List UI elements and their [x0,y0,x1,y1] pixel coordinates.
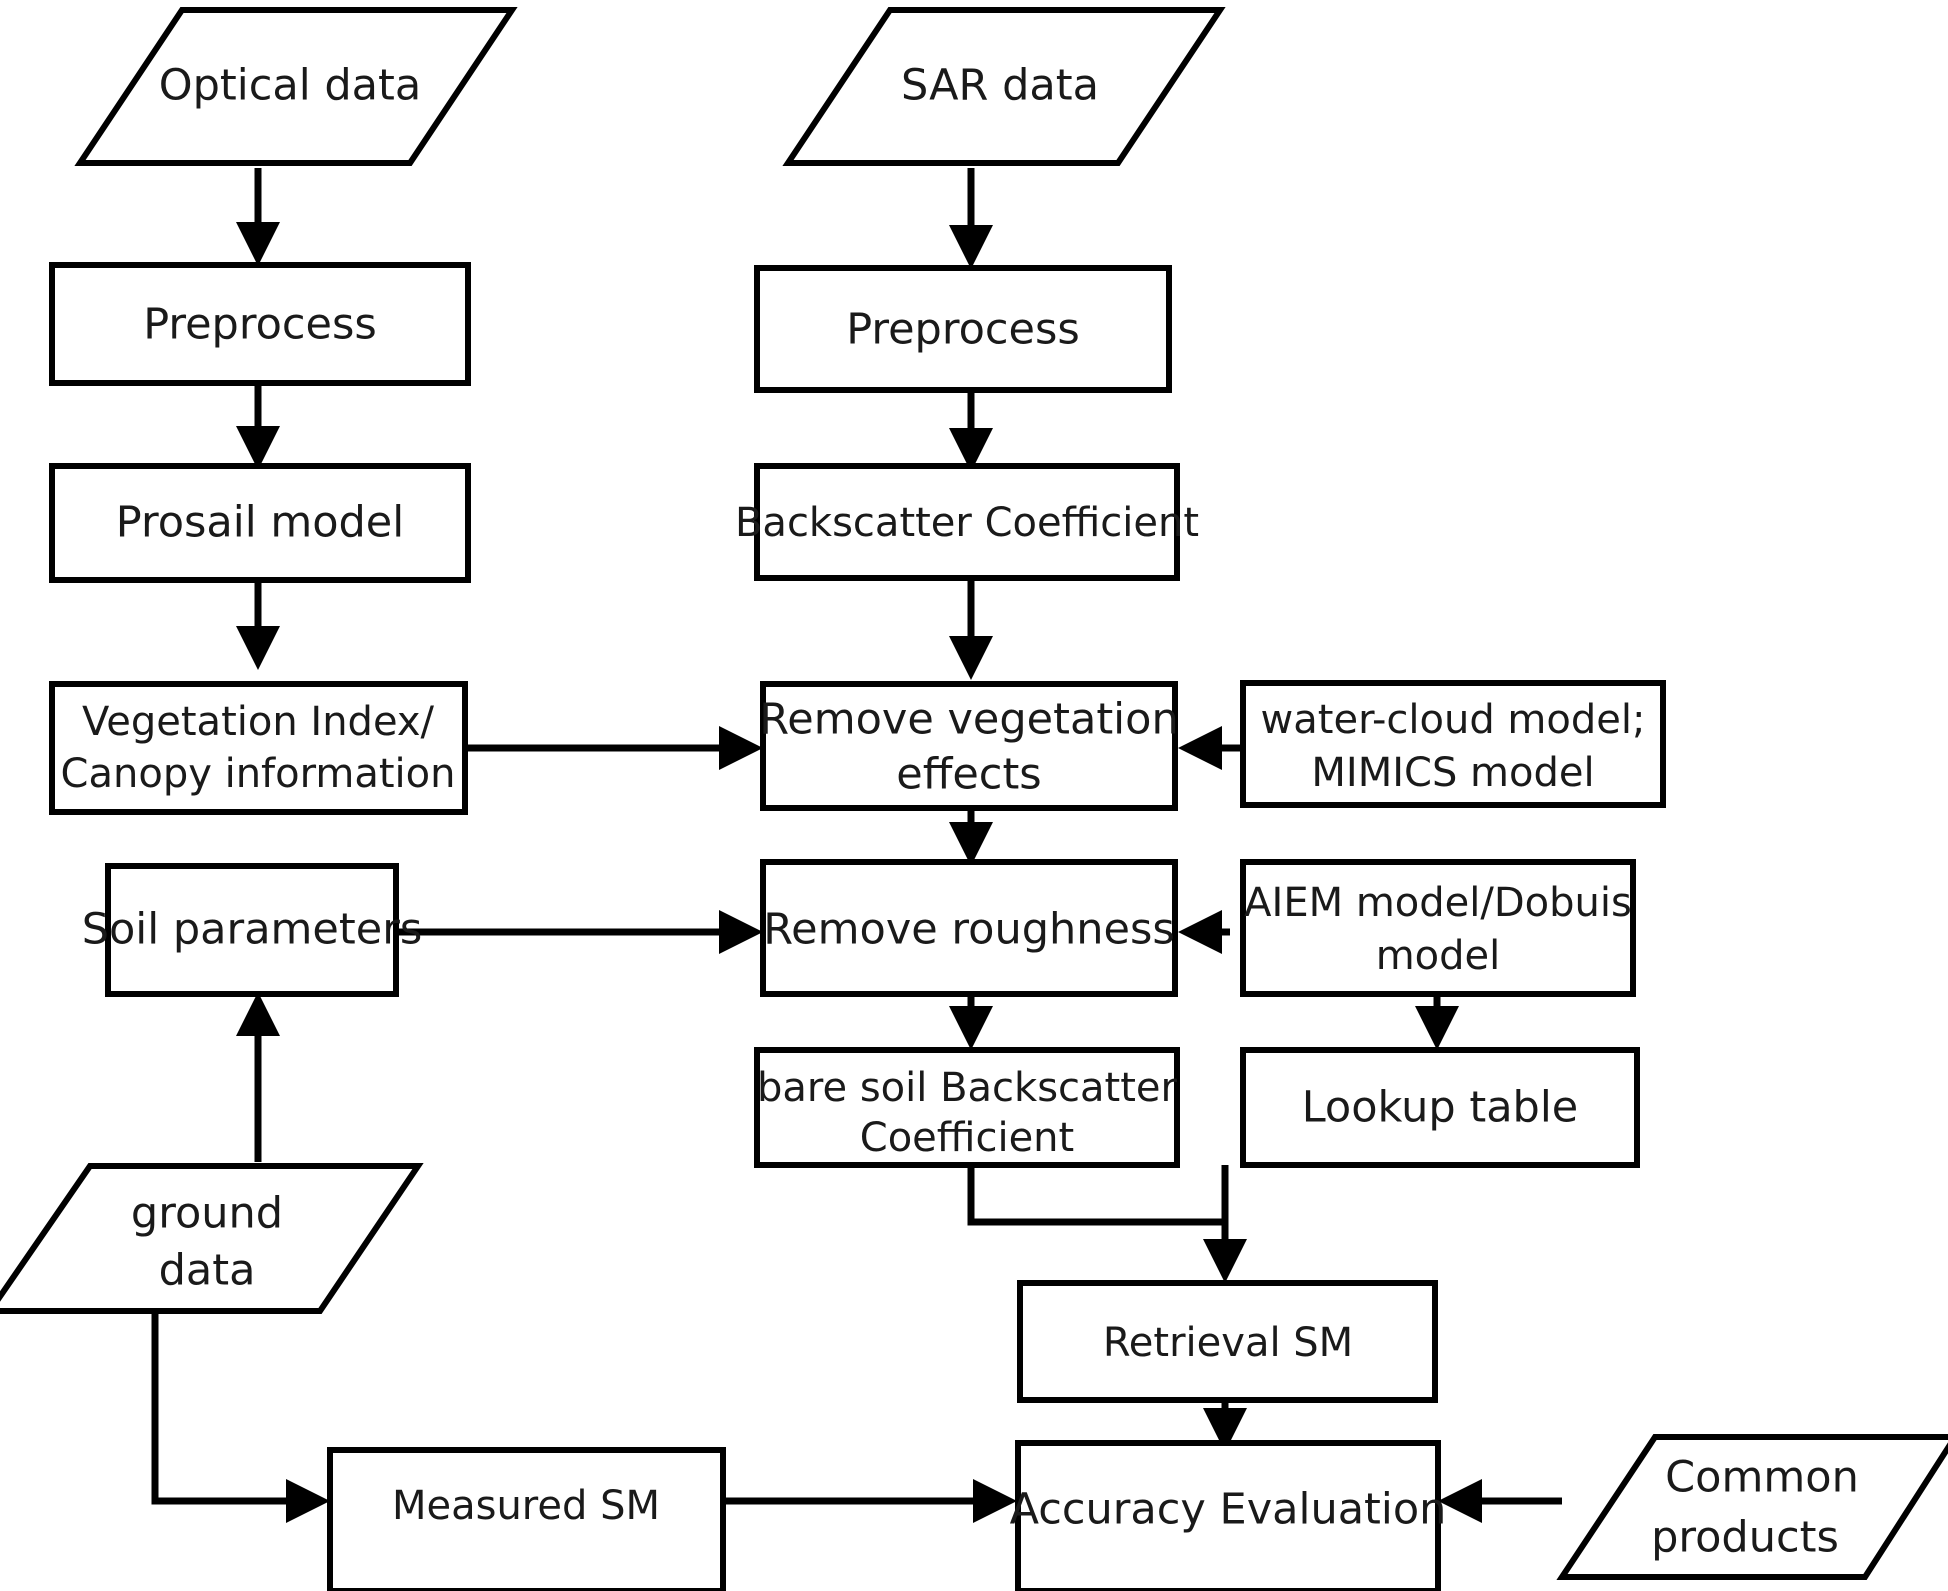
edge-retrieval-to-accuracy [1203,1400,1247,1452]
node-vegetation-index-label-line2: Canopy information [61,751,456,797]
node-remove-roughness-label: Remove roughness [763,905,1175,955]
node-water-cloud-model-label-line1: water-cloud model; [1261,697,1646,743]
node-water-cloud-model-label-line2: MIMICS model [1311,750,1594,796]
edge-remove-vegetation-to-remove-roughness [949,808,993,866]
node-ground-data-label-line2: data [159,1246,256,1296]
edge-merge-to-retrieval-sm [967,1165,1247,1283]
edge-measured-sm-to-accuracy [723,1479,1017,1523]
edge-water-cloud-to-remove-vegetation [1178,726,1243,770]
edge-ground-data-to-soil-parameters [236,992,280,1162]
edge-aiem-to-lookup-table [1415,994,1459,1050]
node-ground-data[interactable]: ground data [0,1163,424,1314]
node-preprocess-sar-label: Preprocess [846,305,1080,355]
node-accuracy-evaluation[interactable]: Accuracy Evaluation [1010,1440,1447,1591]
edge-backscatter-to-remove-vegetation [949,578,993,680]
node-sar-data-label: SAR data [901,61,1099,111]
edge-preprocess-to-prosail [236,383,280,470]
node-remove-vegetation-effects[interactable]: Remove vegetation effects [759,681,1179,811]
node-soil-parameters[interactable]: Soil parameters [82,863,423,997]
node-prosail-model-label: Prosail model [116,498,404,548]
node-ground-data-label-line1: ground [131,1189,283,1239]
node-remove-vegetation-effects-label-line1: Remove vegetation [759,695,1178,745]
node-measured-sm[interactable]: Measured SM [327,1447,726,1591]
node-backscatter-coefficient[interactable]: Backscatter Coefficient [735,463,1199,581]
edge-layer [151,168,1562,1523]
edge-ground-data-to-measured-sm [151,1312,330,1523]
node-common-products-label-line2: products [1651,1513,1839,1563]
node-sar-data[interactable]: SAR data [782,7,1226,166]
node-bare-soil-backscatter[interactable]: bare soil Backscatter Coefficient [754,1047,1180,1168]
edge-common-products-to-accuracy [1438,1479,1562,1523]
edge-prosail-to-vegetation-index [236,580,280,670]
node-vegetation-index[interactable]: Vegetation Index/ Canopy information [49,681,468,815]
edge-sar-to-preprocess [949,168,993,269]
node-common-products[interactable]: Common products [1556,1434,1948,1580]
node-soil-parameters-label: Soil parameters [82,905,423,955]
node-aiem-model[interactable]: AIEM model/Dobuis model [1240,859,1636,997]
edge-vegetation-index-to-remove-vegetation [465,726,763,770]
node-retrieval-sm[interactable]: Retrieval SM [1017,1280,1438,1403]
edge-preprocess-to-backscatter [949,390,993,472]
node-common-products-label-line1: Common [1665,1453,1859,1503]
node-bare-soil-backscatter-label-line1: bare soil Backscatter [757,1065,1177,1111]
edge-optical-to-preprocess [236,168,280,266]
edge-aiem-to-remove-roughness [1178,910,1230,954]
node-vegetation-index-label-line1: Vegetation Index/ [82,699,435,745]
node-preprocess-optical[interactable]: Preprocess [49,262,471,386]
node-remove-vegetation-effects-label-line2: effects [896,750,1041,800]
node-lookup-table[interactable]: Lookup table [1240,1047,1640,1168]
edge-remove-roughness-to-bare-soil [949,994,993,1050]
node-preprocess-sar[interactable]: Preprocess [754,265,1172,393]
node-remove-roughness[interactable]: Remove roughness [760,859,1178,997]
node-accuracy-evaluation-label: Accuracy Evaluation [1010,1485,1447,1535]
node-optical-data-label: Optical data [159,61,421,111]
node-preprocess-optical-label: Preprocess [143,300,377,350]
node-aiem-model-label-line2: model [1376,933,1501,979]
node-retrieval-sm-label: Retrieval SM [1103,1320,1353,1366]
node-optical-data[interactable]: Optical data [74,7,518,166]
node-measured-sm-label: Measured SM [392,1483,660,1529]
node-backscatter-coefficient-label: Backscatter Coefficient [735,500,1199,546]
node-prosail-model[interactable]: Prosail model [49,463,471,583]
node-water-cloud-model[interactable]: water-cloud model; MIMICS model [1240,680,1666,808]
node-aiem-model-label-line1: AIEM model/Dobuis [1244,880,1632,926]
node-bare-soil-backscatter-label-line2: Coefficient [860,1115,1074,1161]
node-lookup-table-label: Lookup table [1302,1083,1579,1133]
